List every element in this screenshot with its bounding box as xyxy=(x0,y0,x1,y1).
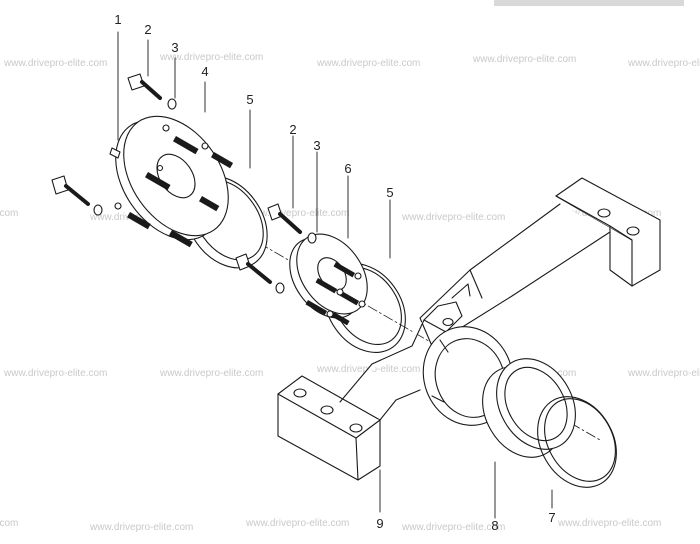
watermark: www.drivepro-elite.com xyxy=(3,58,107,69)
watermark: www.drivepro-elite.com xyxy=(0,518,18,529)
callout-number: 3 xyxy=(171,40,178,55)
callout-number: 7 xyxy=(548,510,555,525)
top-scroll-bar xyxy=(494,0,684,6)
callout-number: 1 xyxy=(114,12,121,27)
callout-number: 2 xyxy=(289,122,296,137)
watermark: www.drivepro-elite.com xyxy=(0,208,18,219)
flange-plate xyxy=(109,115,234,248)
bolt-set xyxy=(51,73,317,294)
watermark: www.drivepro-elite.com xyxy=(245,518,349,529)
watermark: www.drivepro-elite.com xyxy=(316,58,420,69)
watermark: www.drivepro-elite.com xyxy=(245,208,349,219)
watermark: www.drivepro-elite.com xyxy=(89,522,193,533)
callout-number: 9 xyxy=(376,516,383,531)
callout-number: 6 xyxy=(344,161,351,176)
callout-number: 5 xyxy=(386,185,393,200)
watermark: www.drivepro-elite.com xyxy=(627,58,700,69)
watermark: www.drivepro-elite.com xyxy=(472,54,576,65)
watermark: www.drivepro-elite.com xyxy=(3,368,107,379)
callout-number: 8 xyxy=(491,518,498,533)
callout-number: 2 xyxy=(144,22,151,37)
callout-number: 3 xyxy=(313,138,320,153)
callout-number: 5 xyxy=(246,92,253,107)
bearing-race xyxy=(482,358,576,458)
watermark: www.drivepro-elite.com xyxy=(557,518,661,529)
watermark: www.drivepro-elite.com xyxy=(159,368,263,379)
callout-number: 4 xyxy=(201,64,208,79)
watermark: www.drivepro-elite.com xyxy=(89,212,193,223)
leader-lines xyxy=(117,31,553,519)
watermark: www.drivepro-elite.com xyxy=(401,522,505,533)
retainer-flange xyxy=(289,233,368,326)
watermark: www.drivepro-elite.com xyxy=(159,52,263,63)
watermark: www.drivepro-elite.com xyxy=(401,212,505,223)
seal-ring xyxy=(537,396,617,488)
watermark: www.drivepro-elite.com xyxy=(627,368,700,379)
